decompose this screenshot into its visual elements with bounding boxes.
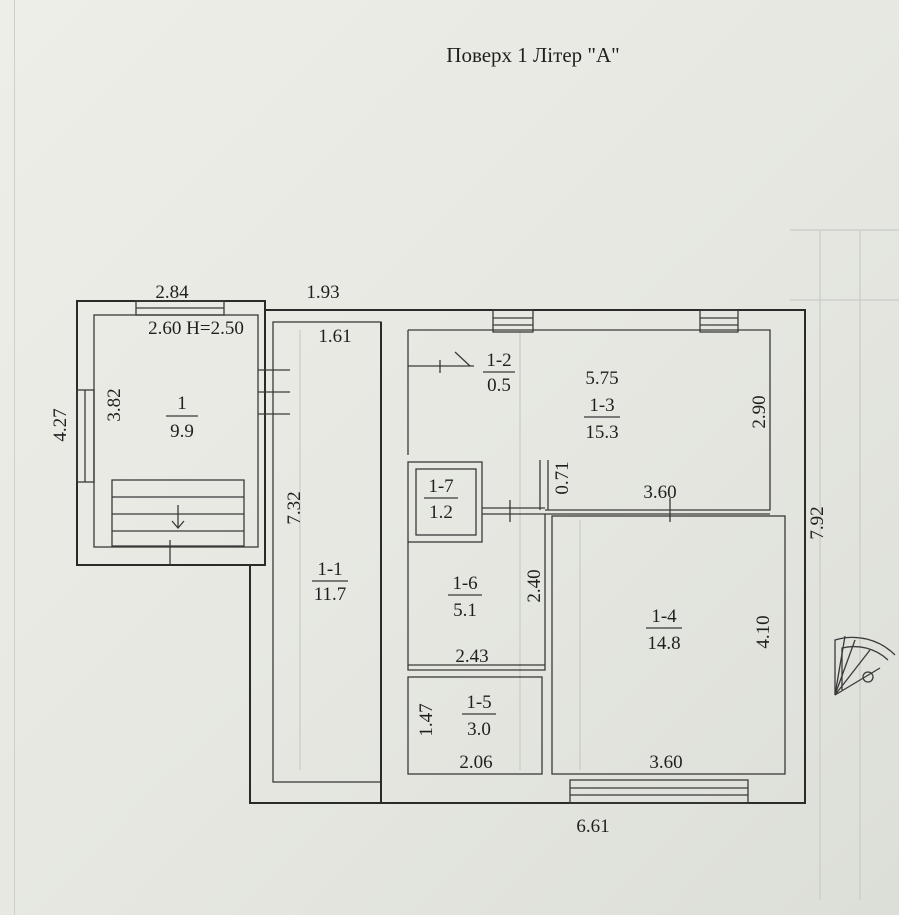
room-1-walls [76, 300, 290, 566]
room-1-3-area: 15.3 [585, 422, 618, 443]
room-1-5-id: 1-5 [466, 692, 491, 713]
room-1-6-id: 1-6 [452, 573, 477, 594]
dim-r16-2-43: 2.43 [455, 646, 488, 667]
dim-top-2-84: 2.84 [155, 282, 189, 303]
dim-r14-4-10: 4.10 [753, 615, 774, 648]
dim-left-4-27: 4.27 [50, 408, 71, 441]
dim-r13-3-60: 3.60 [643, 482, 676, 503]
plan-title: Поверх 1 Літер "А" [446, 43, 619, 67]
room-1-6-walls [407, 514, 546, 671]
room-1-4-walls [545, 513, 786, 775]
dimension-labels: 2.84 1.93 2.60 H=2.50 1.61 5.75 3.60 2.4… [50, 282, 828, 837]
room-labels: 1 9.9 1-1 11.7 1-2 0.5 1-3 15.3 1-4 14.8… [166, 350, 682, 740]
dim-r14-3-60: 3.60 [649, 752, 682, 773]
dim-r15-1-47: 1.47 [416, 703, 437, 736]
dim-room1-width-height: 2.60 H=2.50 [148, 318, 244, 339]
dim-right-7-92: 7.92 [807, 506, 828, 539]
page-fold-line [14, 0, 15, 915]
dim-left-3-82: 3.82 [104, 388, 125, 421]
dim-bottom-6-61: 6.61 [576, 816, 609, 837]
dim-r17-0-71: 0.71 [552, 461, 573, 494]
room-1-7-walls [407, 461, 545, 543]
dim-top-1-93: 1.93 [306, 282, 339, 303]
room-1-id: 1 [177, 393, 187, 414]
room-1-1-area: 11.7 [314, 584, 347, 605]
room-1-5-walls [407, 676, 543, 775]
dim-r13-2-90: 2.90 [749, 395, 770, 428]
room-1-4-id: 1-4 [651, 606, 677, 627]
room-1-2-area: 0.5 [487, 375, 511, 396]
room-1-1-id: 1-1 [317, 559, 342, 580]
room-1-3-walls [407, 329, 771, 522]
room-1-5-area: 3.0 [467, 719, 491, 740]
room-1-2-id: 1-2 [486, 350, 511, 371]
room-1-7-area: 1.2 [429, 502, 453, 523]
room-1-area: 9.9 [170, 421, 194, 442]
room-1-3-id: 1-3 [589, 395, 614, 416]
background-ghost-lines [299, 229, 899, 900]
room-1-1-walls [272, 321, 382, 803]
dim-corridor-7-32: 7.32 [284, 491, 305, 524]
dim-r13-5-75: 5.75 [585, 368, 618, 389]
spiral-stair-symbol [834, 635, 896, 696]
main-house-walls [249, 301, 806, 804]
dim-corridor-1-61: 1.61 [318, 326, 351, 347]
dim-r15-2-06: 2.06 [459, 752, 492, 773]
dim-r16-2-40: 2.40 [524, 569, 545, 602]
room-1-4-area: 14.8 [647, 633, 680, 654]
room-1-7-id: 1-7 [428, 476, 453, 497]
room-1-6-area: 5.1 [453, 600, 477, 621]
